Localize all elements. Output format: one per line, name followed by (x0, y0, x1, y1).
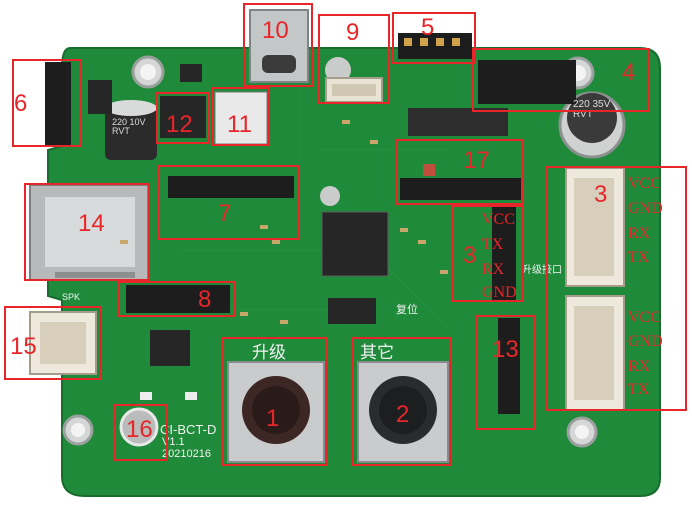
marker-3: 3 (594, 181, 608, 208)
chip-12 (160, 96, 206, 138)
marker-1: 1 (266, 405, 280, 432)
header-pin-tx: TX (482, 236, 504, 253)
box-2 (352, 337, 452, 466)
box-3 (546, 166, 687, 411)
pin-header-4 (478, 60, 576, 104)
marker-6: 6 (14, 90, 28, 117)
led-d14 (140, 392, 152, 400)
box-10 (243, 3, 313, 87)
silk-upgrade-port: 升级接口 (522, 265, 562, 276)
chip-cluster (408, 108, 508, 136)
side-connector-lower (565, 295, 625, 411)
marker-17: 17 (463, 147, 490, 174)
silk-upgrade-label: 升级 (252, 343, 286, 362)
silk-board-date: 20210216 (162, 448, 211, 460)
box-3v-header (452, 205, 524, 302)
marker-16: 16 (126, 416, 153, 443)
chip-u1 (328, 298, 376, 324)
pin-header-5 (398, 33, 472, 59)
box-17 (396, 139, 523, 205)
chip-u9 (150, 330, 190, 366)
pin-header-8 (126, 285, 230, 313)
lower-pin-tx: TX (628, 381, 650, 398)
marker-8: 8 (198, 286, 212, 313)
upper-pin-gnd: GND (628, 200, 663, 217)
side-connector-upper (565, 167, 625, 287)
box-1 (222, 337, 328, 466)
capacitor-right (558, 91, 626, 159)
capacitor-left (105, 100, 157, 160)
box-13 (476, 315, 535, 430)
box-8 (118, 281, 236, 317)
marker-9: 9 (346, 19, 360, 46)
box-7 (158, 165, 300, 240)
header-pin-vcc: VCC (482, 211, 515, 228)
capacitor-right-label: 220 35V RVT (573, 99, 611, 120)
pin-header-3v (492, 205, 516, 301)
led-d13 (185, 392, 197, 400)
marker-7: 7 (218, 200, 232, 227)
silk-board-name: CI-BCT-D (160, 422, 217, 437)
marker-4: 4 (622, 59, 636, 86)
speaker-connector (29, 311, 97, 375)
box-5 (392, 12, 476, 64)
marker-3-header: 3 (463, 242, 477, 269)
silk-spk-label: SPK (62, 292, 81, 302)
lower-pin-rx: RX (628, 358, 651, 375)
marker-2: 2 (396, 401, 410, 428)
box-14 (24, 183, 150, 281)
box-11 (211, 87, 270, 146)
pin-header-17 (400, 164, 522, 200)
marker-14: 14 (78, 210, 105, 237)
silk-other-label: 其它 (360, 343, 394, 362)
header-pin-rx: RX (482, 261, 505, 278)
capacitor-left-label: 220 10V RVT (112, 117, 146, 136)
marker-12: 12 (166, 111, 193, 138)
chip-11 (214, 91, 268, 145)
pin-header-7 (168, 176, 294, 198)
box-16 (114, 404, 168, 461)
marker-5: 5 (421, 14, 435, 41)
sd-card-slot (29, 184, 149, 281)
marker-11: 11 (227, 111, 252, 138)
lower-pin-gnd: GND (628, 333, 663, 350)
usb-c-port (249, 9, 309, 83)
box-9 (318, 14, 390, 104)
box-6 (12, 59, 82, 147)
marker-13: 13 (492, 336, 519, 363)
silk-reset-label: 复位 (396, 304, 418, 316)
lower-pin-vcc: VCC (628, 309, 661, 326)
upper-pin-rx: RX (628, 225, 651, 242)
main-ic (321, 211, 389, 277)
box-15 (4, 306, 102, 380)
box-12 (156, 92, 209, 144)
chip-top (88, 80, 112, 114)
pin-header-6 (45, 62, 71, 146)
upper-pin-tx: TX (628, 249, 650, 266)
upper-pin-vcc: VCC (628, 175, 661, 192)
push-button-1 (227, 361, 325, 463)
header-pin-gnd: GND (482, 284, 517, 301)
push-button-2 (357, 361, 449, 463)
top-connector (325, 77, 383, 103)
marker-10: 10 (262, 17, 289, 44)
pin-header-13 (498, 318, 520, 414)
box-4 (472, 48, 650, 112)
silk-board-version: V1.1 (162, 436, 185, 448)
chip-mid (180, 64, 202, 82)
marker-15: 15 (10, 333, 37, 360)
